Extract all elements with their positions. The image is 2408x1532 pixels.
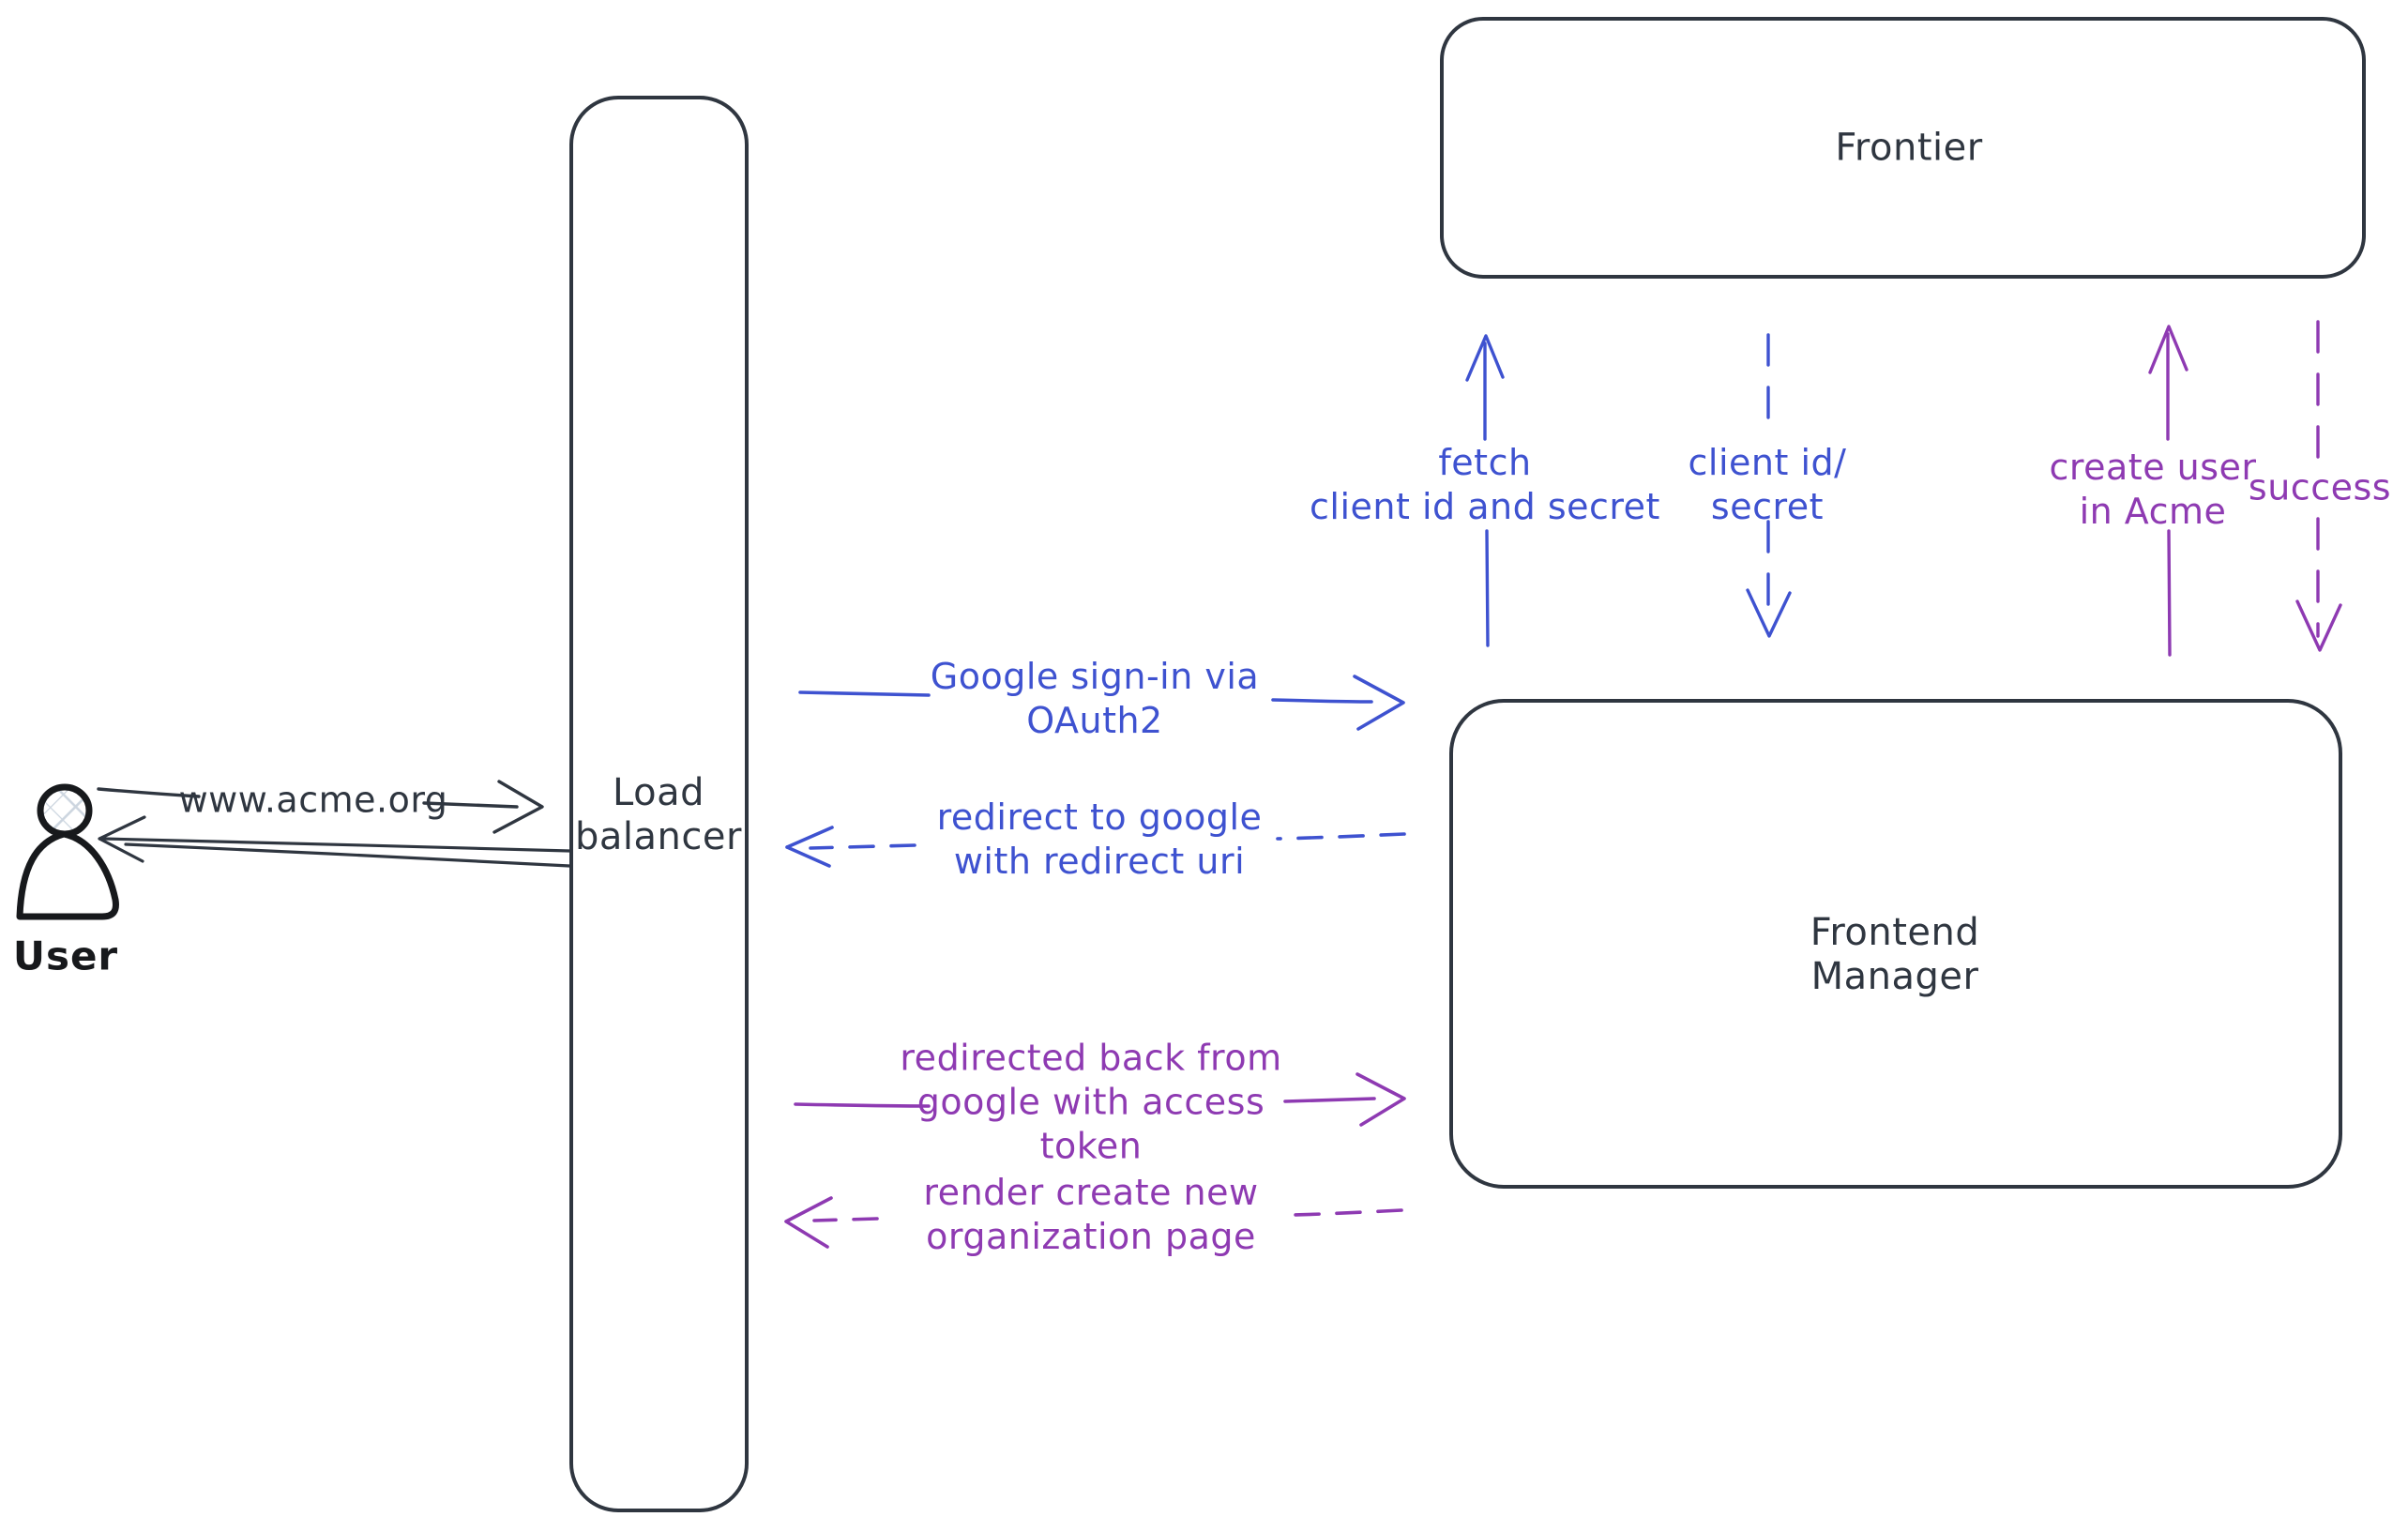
arrow-redirect-google: [785, 826, 1406, 868]
arrow-user-response: [98, 815, 571, 868]
edge-label-fetch-secret: fetch client id and secret: [1310, 442, 1660, 527]
frontier-label: Frontier: [1835, 126, 1983, 170]
edge-label-redirect-google: redirect to google with redirect uri: [936, 796, 1263, 882]
frontend-manager-label: Frontend Manager: [1810, 911, 1980, 998]
arrow-www-acme: [97, 780, 544, 834]
arrow-render-page: [784, 1196, 1403, 1249]
frontend-manager-box: [1449, 699, 2342, 1189]
edge-label-redirected-back: redirected back from google with access …: [900, 1037, 1282, 1167]
arrow-google-signin: [798, 675, 1405, 731]
user-head: [37, 783, 93, 838]
frontier-box: [1440, 17, 2366, 279]
edge-label-create-user: create user in Acme: [2049, 447, 2257, 532]
arrow-client-id-secret: [1746, 333, 1792, 638]
edge-label-google-signin: Google sign-in via OAuth2: [930, 656, 1260, 741]
arrow-create-user: [2148, 325, 2188, 657]
arrow-fetch-secret: [1465, 334, 1505, 647]
edge-label-render-page: render create new organization page: [923, 1172, 1259, 1257]
load-balancer-box: [569, 96, 749, 1512]
user-body: [16, 830, 119, 920]
load-balancer-label: Load balancer: [575, 771, 742, 858]
user-label: User: [12, 933, 119, 979]
arrow-redirected-back: [794, 1072, 1406, 1127]
arrow-success: [2295, 320, 2342, 652]
edge-label-www-acme: www.acme.org: [178, 779, 448, 821]
edge-label-client-id-secret: client id/ secret: [1688, 442, 1847, 527]
user-figure: [16, 783, 119, 920]
edge-label-success: success: [2248, 466, 2392, 508]
